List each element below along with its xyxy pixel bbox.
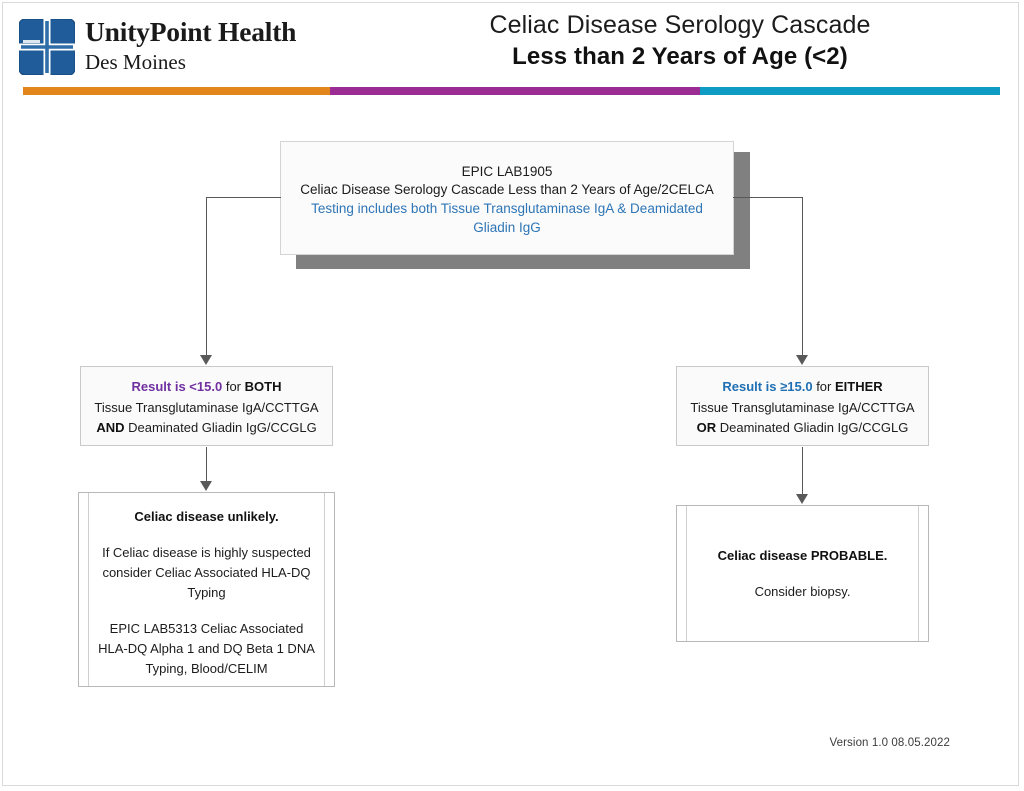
page-title-line1: Celiac Disease Serology Cascade	[489, 11, 871, 39]
decision-box-negative: Result is <15.0 for BOTH Tissue Transglu…	[80, 366, 333, 446]
order-box-line-4: Gliadin IgG	[473, 219, 541, 235]
rule-segment-purple	[330, 87, 700, 95]
order-box-line-3: Testing includes both Tissue Transglutam…	[311, 201, 703, 216]
rule-segment-teal	[700, 87, 1000, 95]
connector-top-to-right-arrowhead	[796, 355, 808, 365]
connector-top-to-right-vertical	[802, 197, 804, 356]
connector-right-decision-to-result	[802, 447, 804, 496]
result-left-para1-line2: consider Celiac Associated HLA-DQ	[102, 565, 311, 580]
order-box-line-2: Celiac Disease Serology Cascade Less tha…	[300, 182, 714, 198]
version-label: Version 1.0 08.05.2022	[829, 737, 950, 749]
decision-left-analyte: Deaminated Gliadin IgG/CCGLG	[124, 419, 317, 435]
result-left-heading: Celiac disease unlikely.	[134, 509, 279, 524]
result-right-heading: Celiac disease PROBABLE.	[717, 547, 888, 563]
decision-left-operator: AND	[96, 419, 125, 435]
result-box-probable-inner: Celiac disease PROBABLE. Consider biopsy…	[686, 506, 919, 641]
decision-right-result-phrase: Result is ≥15.0	[722, 378, 813, 394]
result-left-para1-line1: If Celiac disease is highly suspected	[102, 545, 311, 560]
page-title-line2: Less than 2 Years of Age (<2)	[512, 43, 848, 70]
order-box: EPIC LAB1905 Celiac Disease Serology Cas…	[280, 141, 734, 255]
brand-region: Des Moines	[85, 50, 186, 74]
decision-left-connector-word: for	[222, 378, 245, 394]
connector-left-decision-arrowhead	[200, 481, 212, 491]
decision-right-line-2: Tissue Transglutaminase IgA/CCTTGA	[690, 399, 915, 415]
decision-right-operator: OR	[696, 419, 717, 435]
page-header: UnityPoint Health Des Moines Celiac Dise…	[0, 0, 1024, 100]
decision-right-qualifier: EITHER	[834, 378, 883, 394]
result-box-unlikely: Celiac disease unlikely. If Celiac disea…	[78, 492, 335, 687]
order-box-line-1: EPIC LAB1905	[461, 163, 553, 179]
page-title: Celiac Disease Serology Cascade Less tha…	[350, 10, 1010, 72]
connector-top-to-left-vertical	[206, 197, 208, 356]
decision-box-positive: Result is ≥15.0 for EITHER Tissue Transg…	[676, 366, 929, 446]
brand-wordmark: UnityPoint Health Des Moines	[85, 15, 355, 75]
result-left-para1-line3: Typing	[187, 585, 226, 600]
decision-right-analyte: Deaminated Gliadin IgG/CCGLG	[716, 419, 909, 435]
decision-left-result-phrase: Result is <15.0	[131, 378, 223, 394]
decision-right-line-1: Result is ≥15.0 for EITHER	[722, 377, 882, 397]
connector-top-to-right-horizontal	[733, 197, 803, 199]
rule-segment-orange	[23, 87, 330, 95]
connector-left-decision-to-result	[206, 447, 208, 483]
result-right-body: Consider biopsy.	[754, 583, 851, 599]
result-box-probable: Celiac disease PROBABLE. Consider biopsy…	[676, 505, 929, 642]
brand-color-rule	[23, 87, 1000, 95]
connector-top-to-left-arrowhead	[200, 355, 212, 365]
result-box-unlikely-inner: Celiac disease unlikely. If Celiac disea…	[88, 493, 325, 686]
result-left-para2-line2: HLA-DQ Alpha 1 and DQ Beta 1 DNA	[98, 641, 315, 656]
result-left-para2-line3: Typing, Blood/CELIM	[145, 661, 268, 676]
decision-left-line-2: Tissue Transglutaminase IgA/CCTTGA	[94, 399, 319, 415]
decision-left-line-3: AND Deaminated Gliadin IgG/CCGLG	[96, 418, 316, 438]
result-left-para2-line1: EPIC LAB5313 Celiac Associated	[109, 621, 304, 636]
decision-left-qualifier: BOTH	[244, 378, 282, 394]
decision-right-line-3: OR Deaminated Gliadin IgG/CCGLG	[697, 418, 909, 438]
brand-logo: UnityPoint Health Des Moines	[18, 16, 349, 79]
connector-top-to-left-horizontal	[206, 197, 281, 199]
connector-right-decision-arrowhead	[796, 494, 808, 504]
decision-right-connector-word: for	[812, 378, 835, 394]
unitypoint-cross-logo-icon	[18, 18, 76, 76]
decision-left-line-1: Result is <15.0 for BOTH	[132, 377, 282, 397]
brand-name: UnityPoint Health	[85, 16, 297, 47]
